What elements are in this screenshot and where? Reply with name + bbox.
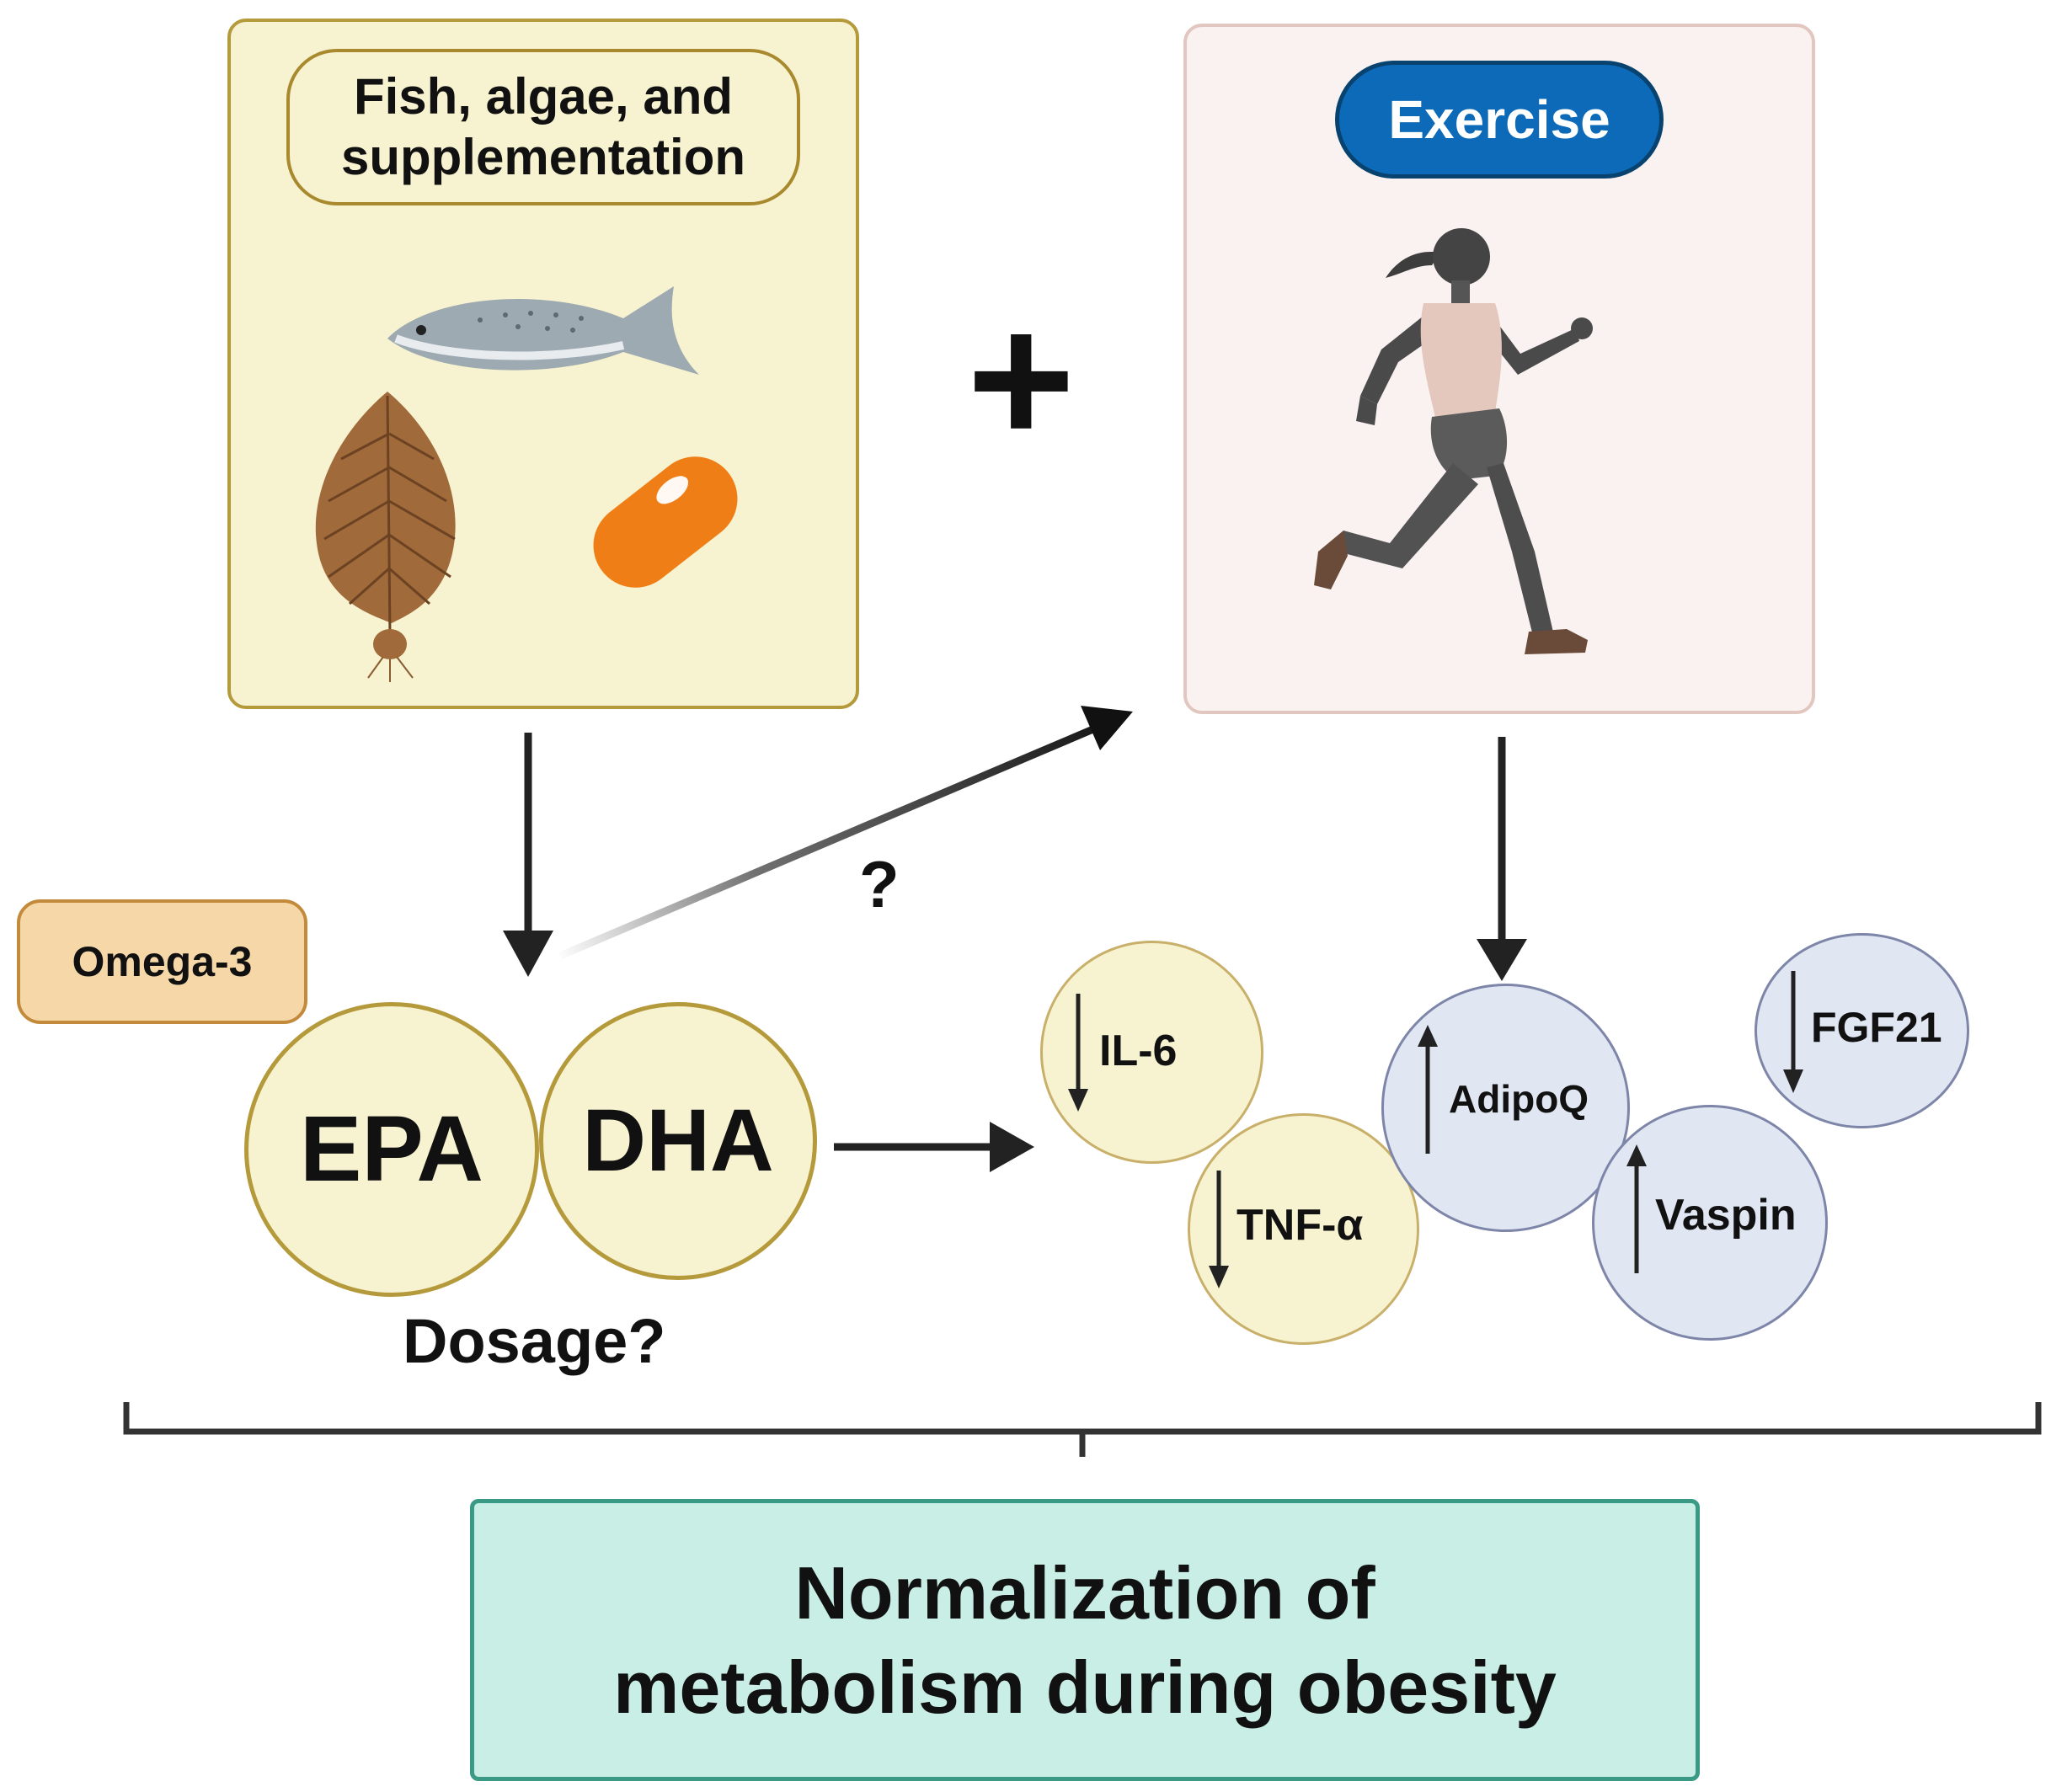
plus-sign: + (967, 275, 1076, 483)
il6-down-arrow-icon (1068, 994, 1088, 1112)
adipoq-circle (1381, 984, 1630, 1232)
vaspin-label: Vaspin (1655, 1191, 1797, 1240)
arrow-source-to-omega3 (503, 733, 553, 977)
omega3-tag: Omega-3 (17, 899, 307, 1024)
dha-circle (539, 1002, 817, 1280)
dosage-label: Dosage? (403, 1306, 666, 1376)
outcome-line2: metabolism during obesity (613, 1645, 1557, 1729)
outcome-bracket (123, 1402, 2042, 1457)
tnf-label: TNF-α (1236, 1201, 1364, 1250)
fish-icon (387, 286, 699, 375)
fgf21-label: FGF21 (1811, 1004, 1942, 1051)
epa-circle (244, 1002, 539, 1297)
outcome-box: Normalization of metabolism during obesi… (470, 1499, 1700, 1781)
arrow-omega3-to-exercise (558, 706, 1133, 960)
food-source-title: Fish, algae, and supplementation (286, 49, 800, 205)
vaspin-up-arrow-icon (1626, 1144, 1647, 1273)
tnf-circle (1188, 1113, 1419, 1345)
vaspin-circle (1592, 1105, 1828, 1341)
dha-label: DHA (582, 1091, 774, 1190)
exercise-title: Exercise (1335, 61, 1664, 179)
runner-icon (1314, 228, 1593, 654)
arrow-fatty-acids-to-markers (834, 1122, 1034, 1172)
question-mark: ? (859, 847, 900, 921)
food-source-title-line2: supplementation (340, 129, 746, 185)
arrow-exercise-to-adipokines (1477, 737, 1527, 981)
outcome-line1: Normalization of (794, 1550, 1375, 1635)
adipoq-label: AdipoQ (1449, 1077, 1589, 1121)
epa-label: EPA (299, 1097, 483, 1201)
tnf-down-arrow-icon (1209, 1171, 1229, 1288)
il6-label: IL-6 (1099, 1027, 1178, 1075)
fgf21-down-arrow-icon (1783, 971, 1803, 1093)
adipoq-up-arrow-icon (1418, 1025, 1438, 1154)
food-source-title-line1: Fish, algae, and (353, 68, 734, 125)
algae-icon (315, 392, 456, 682)
fgf21-circle (1755, 933, 1969, 1128)
capsule-icon (593, 456, 738, 588)
